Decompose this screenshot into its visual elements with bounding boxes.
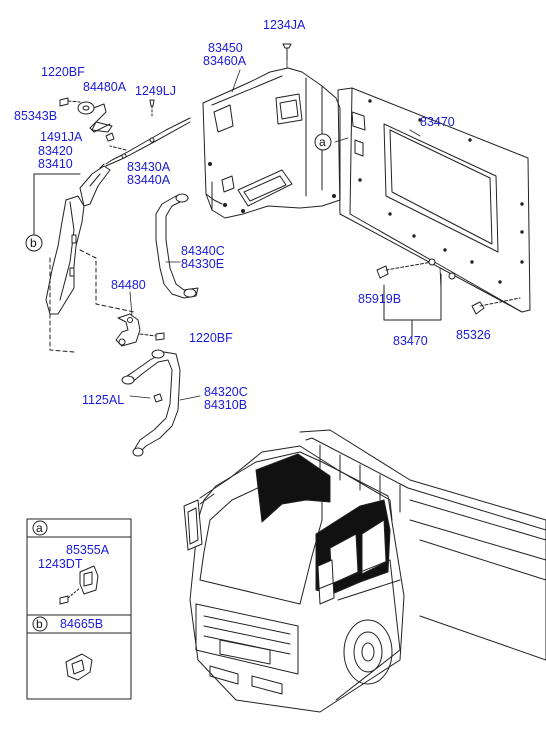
side-glass-panel	[337, 87, 531, 313]
legend-label-84665b[interactable]: 84665B	[60, 617, 104, 631]
legend-a-circle	[32, 520, 48, 536]
label-84330e[interactable]: 84330E	[181, 257, 225, 271]
label-83470-top[interactable]: 83470	[420, 115, 455, 129]
screw-1220bf-mid	[155, 332, 165, 341]
label-83470-bottom[interactable]: 83470	[393, 334, 428, 348]
grab-handle-lower	[121, 349, 181, 457]
label-85326[interactable]: 85326	[456, 328, 491, 342]
label-84480a[interactable]: 84480A	[83, 80, 127, 94]
label-83410[interactable]: 83410	[38, 157, 73, 171]
label-84320c[interactable]: 84320C	[204, 385, 248, 399]
label-1234ja[interactable]: 1234JA	[263, 18, 306, 32]
callout-b	[25, 234, 43, 252]
wire-harness	[99, 117, 191, 169]
callout-a-letter: a	[319, 135, 326, 149]
screw-1125al	[153, 393, 163, 403]
label-83450[interactable]: 83450	[208, 41, 243, 55]
legend-label-1243dt[interactable]: 1243DT	[38, 557, 83, 571]
screw-1234ja	[282, 43, 292, 61]
grab-handle-upper	[155, 193, 199, 299]
legend-b-letter: b	[36, 617, 43, 631]
screw-1249lj	[149, 99, 155, 119]
bracket-84480	[115, 313, 157, 347]
legend-label-85355a[interactable]: 85355A	[66, 543, 110, 557]
legend-a-letter: a	[36, 521, 43, 535]
legend-box	[26, 518, 132, 700]
label-84480[interactable]: 84480	[111, 278, 146, 292]
clip-85919b	[376, 258, 456, 280]
label-83440a[interactable]: 83440A	[127, 173, 171, 187]
screw-1491ja	[105, 132, 115, 142]
callout-b-letter: b	[30, 236, 37, 250]
label-85343b[interactable]: 85343B	[14, 109, 58, 123]
legend-b-circle	[32, 616, 48, 632]
label-1220bf-mid[interactable]: 1220BF	[189, 331, 233, 345]
label-1125al[interactable]: 1125AL	[82, 393, 125, 407]
label-1249lj[interactable]: 1249LJ	[135, 84, 177, 98]
truck-illustration	[183, 429, 546, 713]
bracket-84480a	[77, 101, 113, 133]
label-85919b[interactable]: 85919B	[358, 292, 402, 306]
label-83460a[interactable]: 83460A	[203, 54, 247, 68]
upper-trim-piece	[79, 165, 111, 207]
screw-85326	[471, 297, 521, 315]
callout-a	[314, 133, 332, 151]
pillar-trim	[45, 195, 85, 315]
label-1491ja[interactable]: 1491JA	[40, 130, 83, 144]
label-83430a[interactable]: 83430A	[127, 160, 171, 174]
label-83420[interactable]: 83420	[38, 144, 73, 158]
screw-1220bf-top	[59, 97, 81, 107]
label-1220bf-top[interactable]: 1220BF	[41, 65, 85, 79]
label-84310b[interactable]: 84310B	[204, 398, 248, 412]
label-84340c[interactable]: 84340C	[181, 244, 225, 258]
